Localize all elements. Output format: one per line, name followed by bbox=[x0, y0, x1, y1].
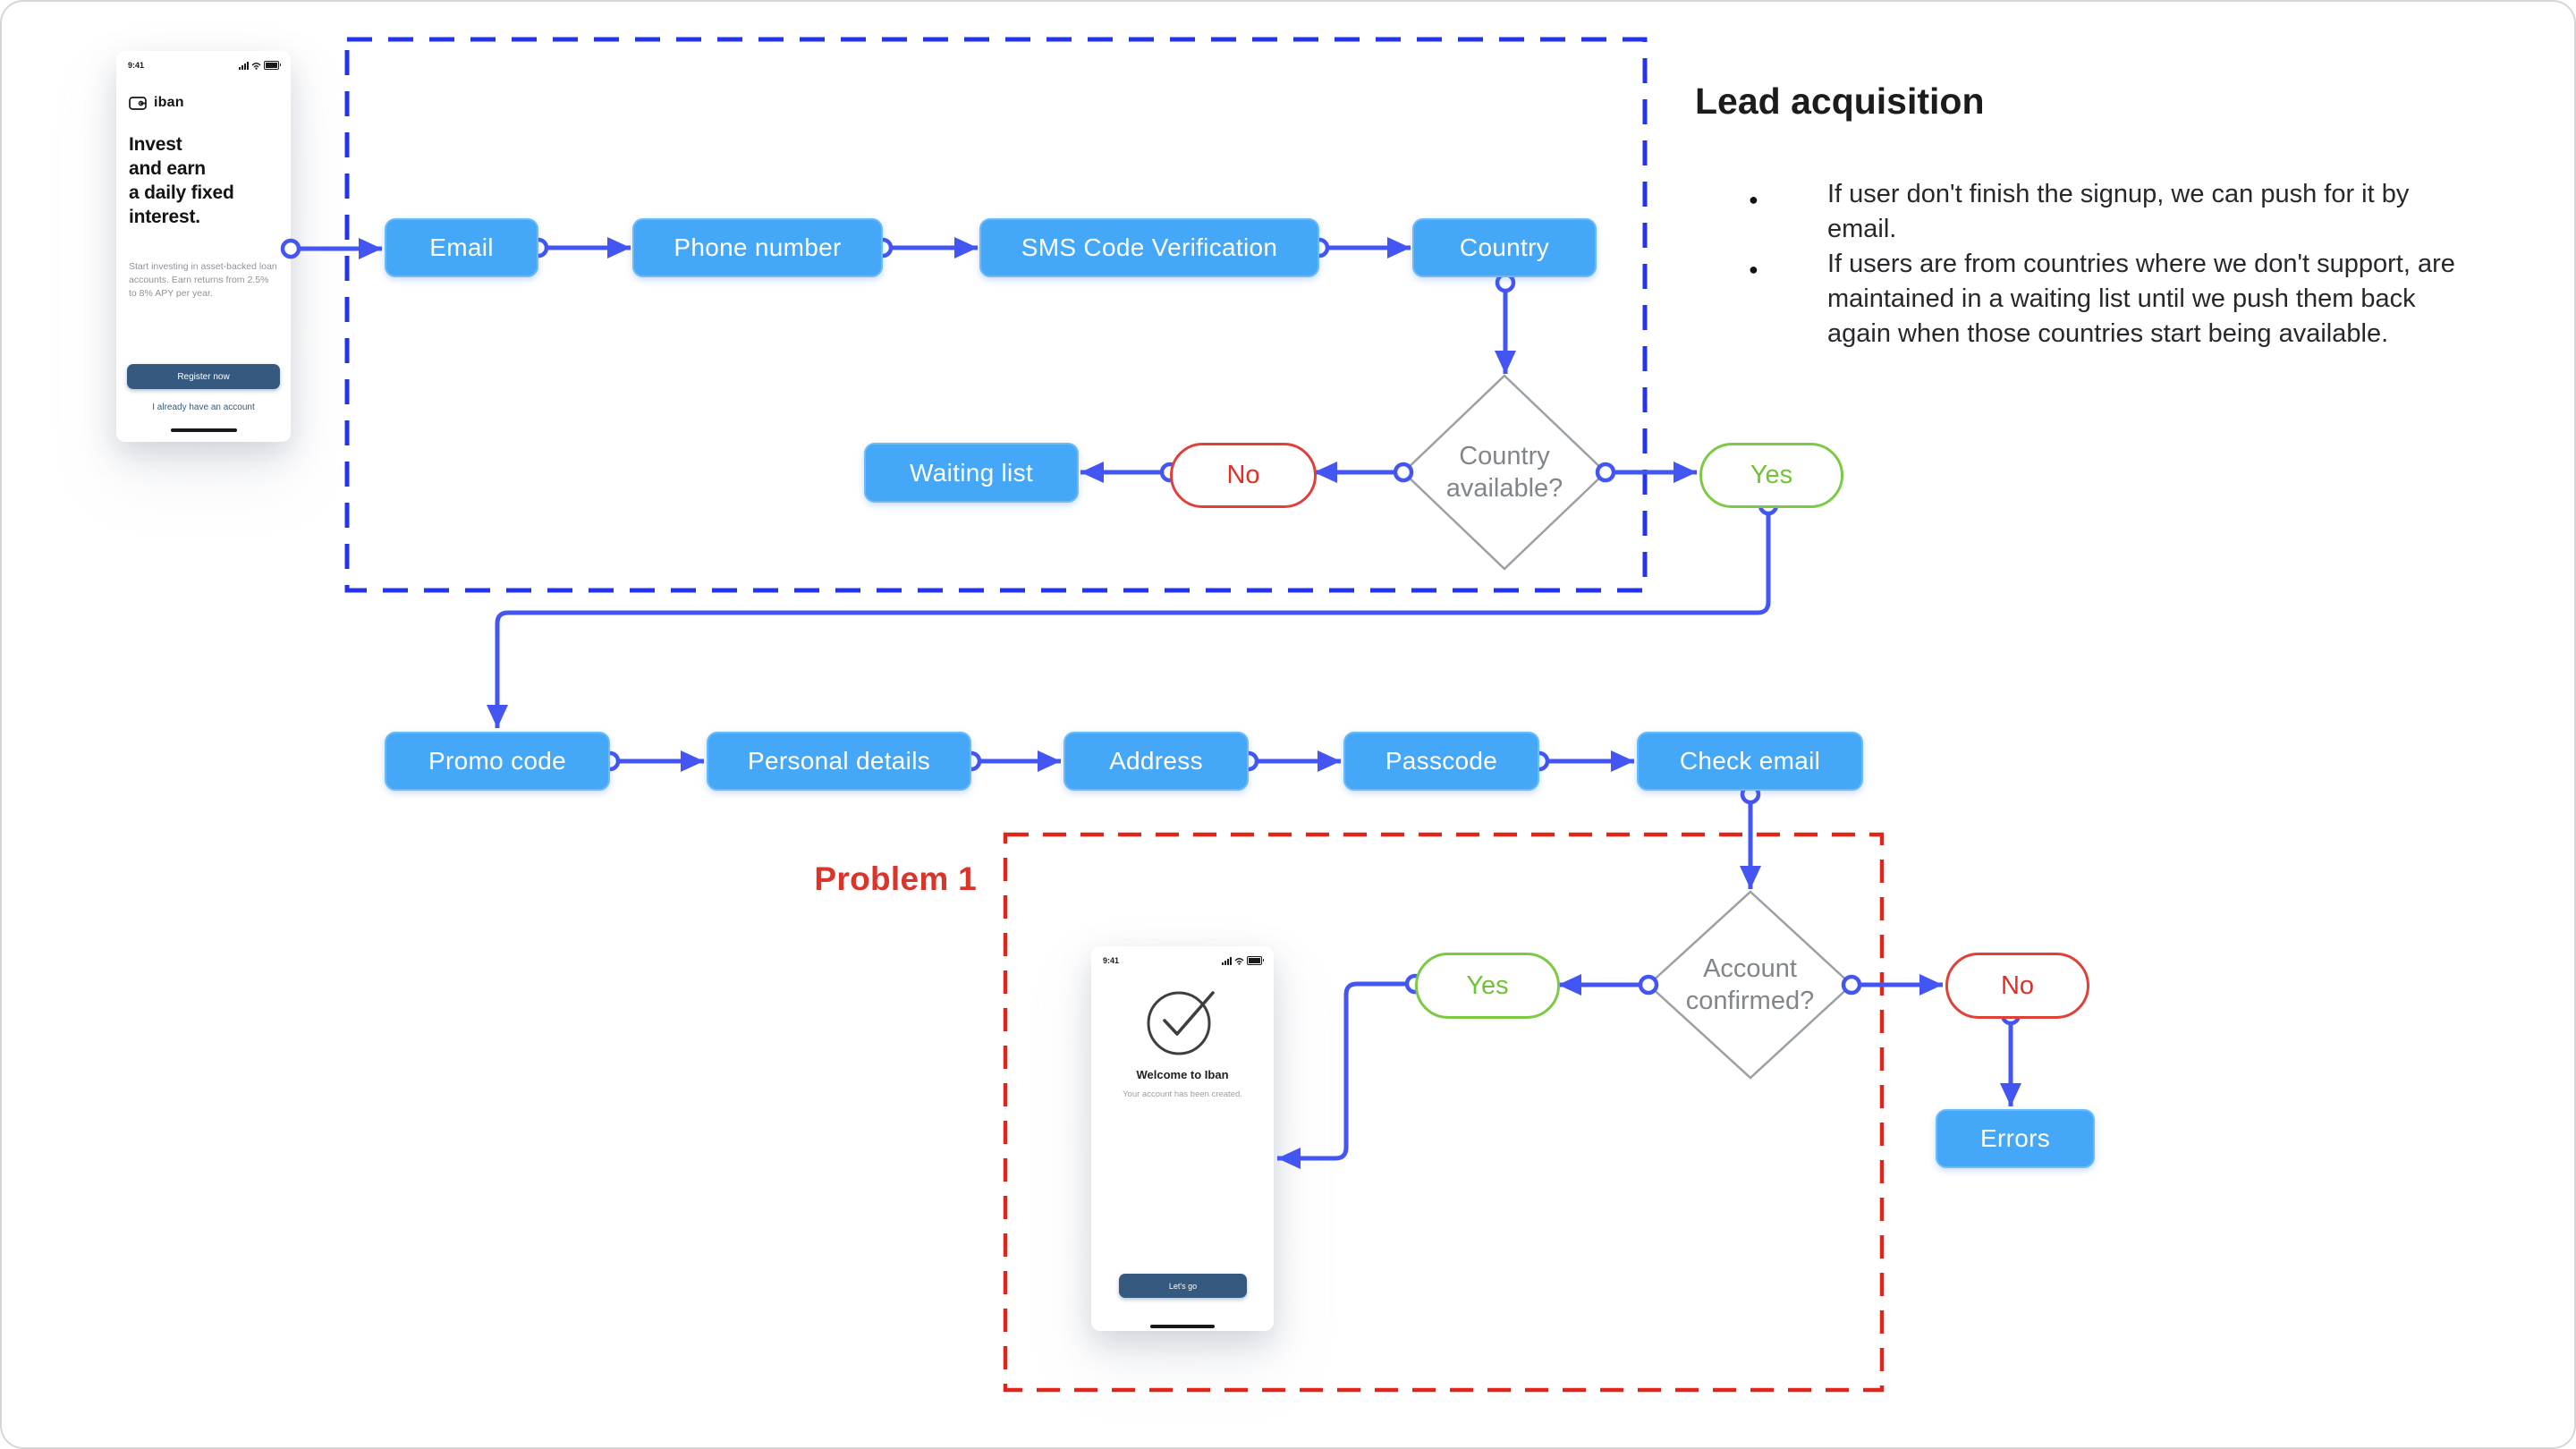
node-errors[interactable]: Errors bbox=[1936, 1109, 2095, 1168]
wifi-icon bbox=[1234, 957, 1244, 965]
phone-mockup-welcome: 9:41 Welcome to Iban Your account has be… bbox=[1091, 946, 1274, 1331]
node-phone-number[interactable]: Phone number bbox=[632, 218, 883, 277]
battery-icon bbox=[264, 61, 281, 70]
pill-no-country[interactable]: No bbox=[1170, 443, 1317, 508]
welcome-title: Welcome to Iban bbox=[1136, 1068, 1229, 1081]
decision-country-available-label: Country available? bbox=[1445, 442, 1563, 503]
brand-name: iban bbox=[154, 95, 184, 110]
lead-acquisition-notes: If user don't finish the signup, we can … bbox=[1749, 177, 2473, 352]
decision-diamond-country[interactable] bbox=[1402, 374, 1607, 571]
success-check-icon bbox=[1147, 991, 1215, 1055]
status-icons bbox=[1222, 956, 1264, 965]
pill-yes-account[interactable]: Yes bbox=[1415, 953, 1560, 1019]
status-time: 9:41 bbox=[1103, 956, 1120, 965]
node-check-email[interactable]: Check email bbox=[1637, 732, 1863, 791]
signup-subtitle: Start investing in asset-backed loan acc… bbox=[129, 261, 277, 299]
lead-bullet: If users are from countries where we don… bbox=[1749, 247, 2473, 352]
lets-go-button[interactable]: Let's go bbox=[1119, 1274, 1247, 1298]
node-passcode[interactable]: Passcode bbox=[1343, 732, 1539, 791]
connector-yes-welcome-phone bbox=[1277, 981, 1407, 1169]
phone-mockup-signup: 9:41 iban Invest and earn a daily fixed … bbox=[116, 51, 291, 442]
connector-lines bbox=[299, 237, 2021, 1169]
pill-no-account[interactable]: No bbox=[1945, 953, 2089, 1019]
node-address[interactable]: Address bbox=[1063, 732, 1249, 791]
already-have-account-link[interactable]: I already have an account bbox=[152, 402, 255, 412]
signup-headline: Invest and earn a daily fixed interest. bbox=[129, 134, 234, 227]
node-personal-details[interactable]: Personal details bbox=[707, 732, 971, 791]
brand-logo: iban bbox=[129, 95, 184, 111]
decision-account-confirmed-label: Account confirmed? bbox=[1685, 954, 1815, 1015]
battery-icon bbox=[1247, 956, 1264, 965]
status-bar: 9:41 bbox=[116, 61, 291, 70]
lead-acquisition-title: Lead acquisition bbox=[1695, 80, 1985, 122]
pill-yes-country[interactable]: Yes bbox=[1699, 443, 1843, 508]
signal-icon bbox=[1222, 956, 1232, 965]
node-country[interactable]: Country bbox=[1412, 218, 1597, 277]
status-bar: 9:41 bbox=[1091, 956, 1274, 965]
wallet-icon bbox=[129, 96, 147, 110]
node-waiting-list[interactable]: Waiting list bbox=[864, 443, 1079, 503]
wifi-icon bbox=[251, 62, 261, 70]
problem-1-label: Problem 1 bbox=[814, 860, 977, 897]
lead-acquisition-group-frame bbox=[344, 37, 1648, 593]
signal-icon bbox=[239, 61, 249, 70]
lead-bullet: If user don't finish the signup, we can … bbox=[1749, 177, 2473, 247]
register-now-button[interactable]: Register now bbox=[127, 364, 280, 389]
node-sms-code-verification[interactable]: SMS Code Verification bbox=[979, 218, 1319, 277]
home-indicator bbox=[1150, 1325, 1215, 1328]
welcome-subtitle: Your account has been created. bbox=[1123, 1089, 1242, 1099]
node-email[interactable]: Email bbox=[385, 218, 538, 277]
home-indicator bbox=[170, 428, 237, 432]
connector-yes-promo-code bbox=[487, 513, 1771, 728]
decision-diamond-account[interactable] bbox=[1647, 890, 1853, 1080]
status-icons bbox=[239, 61, 281, 70]
status-time: 9:41 bbox=[128, 61, 145, 70]
node-promo-code[interactable]: Promo code bbox=[385, 732, 610, 791]
